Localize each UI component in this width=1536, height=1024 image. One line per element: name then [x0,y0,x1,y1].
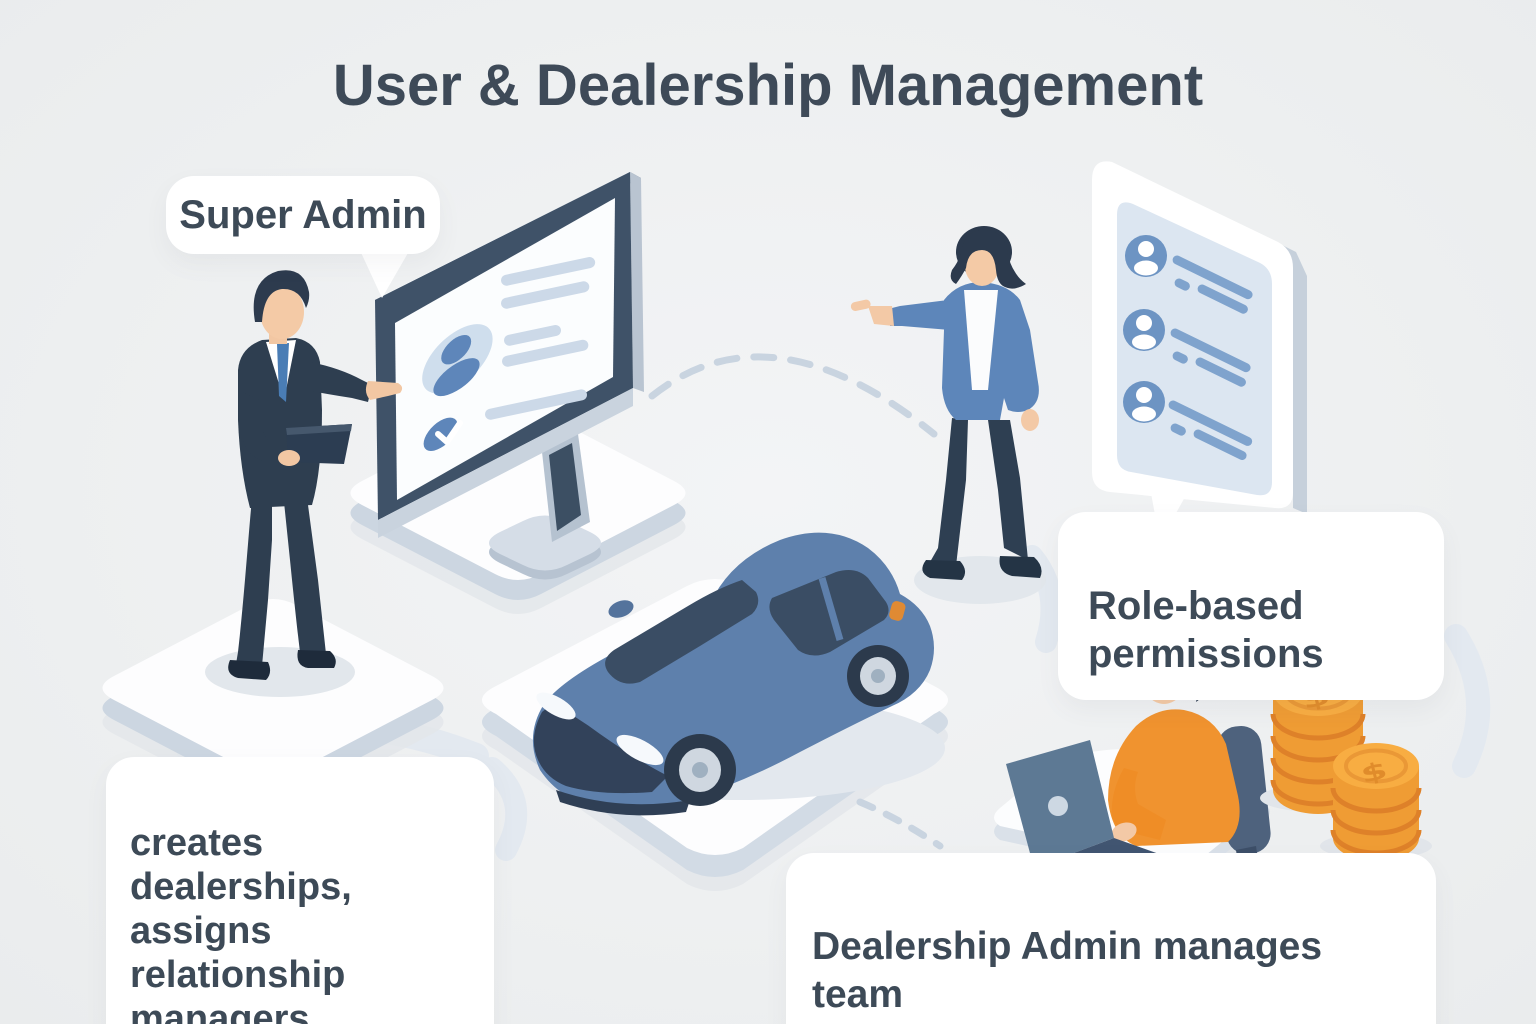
holding-hand [278,450,300,466]
role-text-lines [1172,255,1253,314]
coin-stack-short: $ [1330,743,1422,861]
role-text-lines [1170,328,1251,387]
side-mirror [608,600,634,618]
panel-inner [1117,202,1272,496]
profile-text-lines [485,257,596,420]
suit-trousers [236,498,326,666]
user-profile-card [422,257,596,451]
super-admin-bubble-tail [358,246,412,298]
suit-jacket [238,338,322,508]
laptop-logo [1048,796,1068,816]
windshield [605,580,759,684]
relationship-manager-figure [850,226,1046,604]
face [260,285,304,339]
pointing-arm [306,362,372,402]
white-top [964,290,998,390]
rear-marker [889,601,906,621]
desktop-monitor [375,172,644,580]
tie [277,343,289,402]
pointing-hand [868,306,894,326]
role-permissions-bubble: Role-based permissions [1058,512,1444,700]
rocker-shadow [556,790,690,816]
dashed-connector-short [856,798,944,850]
pointing-hand [365,381,403,400]
avatar-head [441,334,472,365]
headlight-right [616,734,664,766]
rear-wheel [847,645,909,707]
car-illustration [532,532,945,816]
avatar-body [433,358,480,397]
monitor-stand [489,434,601,580]
role-row [1123,309,1251,387]
pointing-arm [890,300,950,330]
front-grille [533,704,668,794]
hair [253,270,310,322]
dealership-admin-note: Dealership Admin manages team members an… [812,925,1408,1024]
role-row [1125,235,1253,314]
hair-bob [950,230,1026,289]
typing-arm [1111,768,1166,840]
dealership-admin-note-bubble: Dealership Admin manages team members an… [786,853,1436,1024]
role-row [1123,381,1253,460]
front-wheel [664,734,736,806]
pants [930,418,1028,566]
check-icon [435,420,463,445]
folder-arm [239,392,292,464]
dealership-admin-scene [994,633,1271,892]
dashed-connector-arc [648,353,938,438]
super-admin-note: creates dealerships, assigns relationshi… [130,822,352,1024]
face [965,246,999,286]
hand [1021,409,1039,431]
super-admin-note-bubble: creates dealerships, assigns relationshi… [106,757,494,1024]
shoes [228,650,336,680]
role-permissions-label: Role-based permissions [1088,584,1324,676]
dollar-sign: $ [1358,757,1390,789]
super-admin-figure [205,270,403,697]
roles-panel [1092,161,1307,542]
headlight-left [536,692,576,720]
super-admin-label: Super Admin [179,192,427,237]
page-title: User & Dealership Management [332,53,1204,118]
flat-shoes [922,556,1042,580]
panel-side [1280,244,1307,514]
typing-hand [1111,822,1137,842]
super-admin-label-bubble: Super Admin [166,176,440,254]
role-text-lines [1168,400,1253,460]
